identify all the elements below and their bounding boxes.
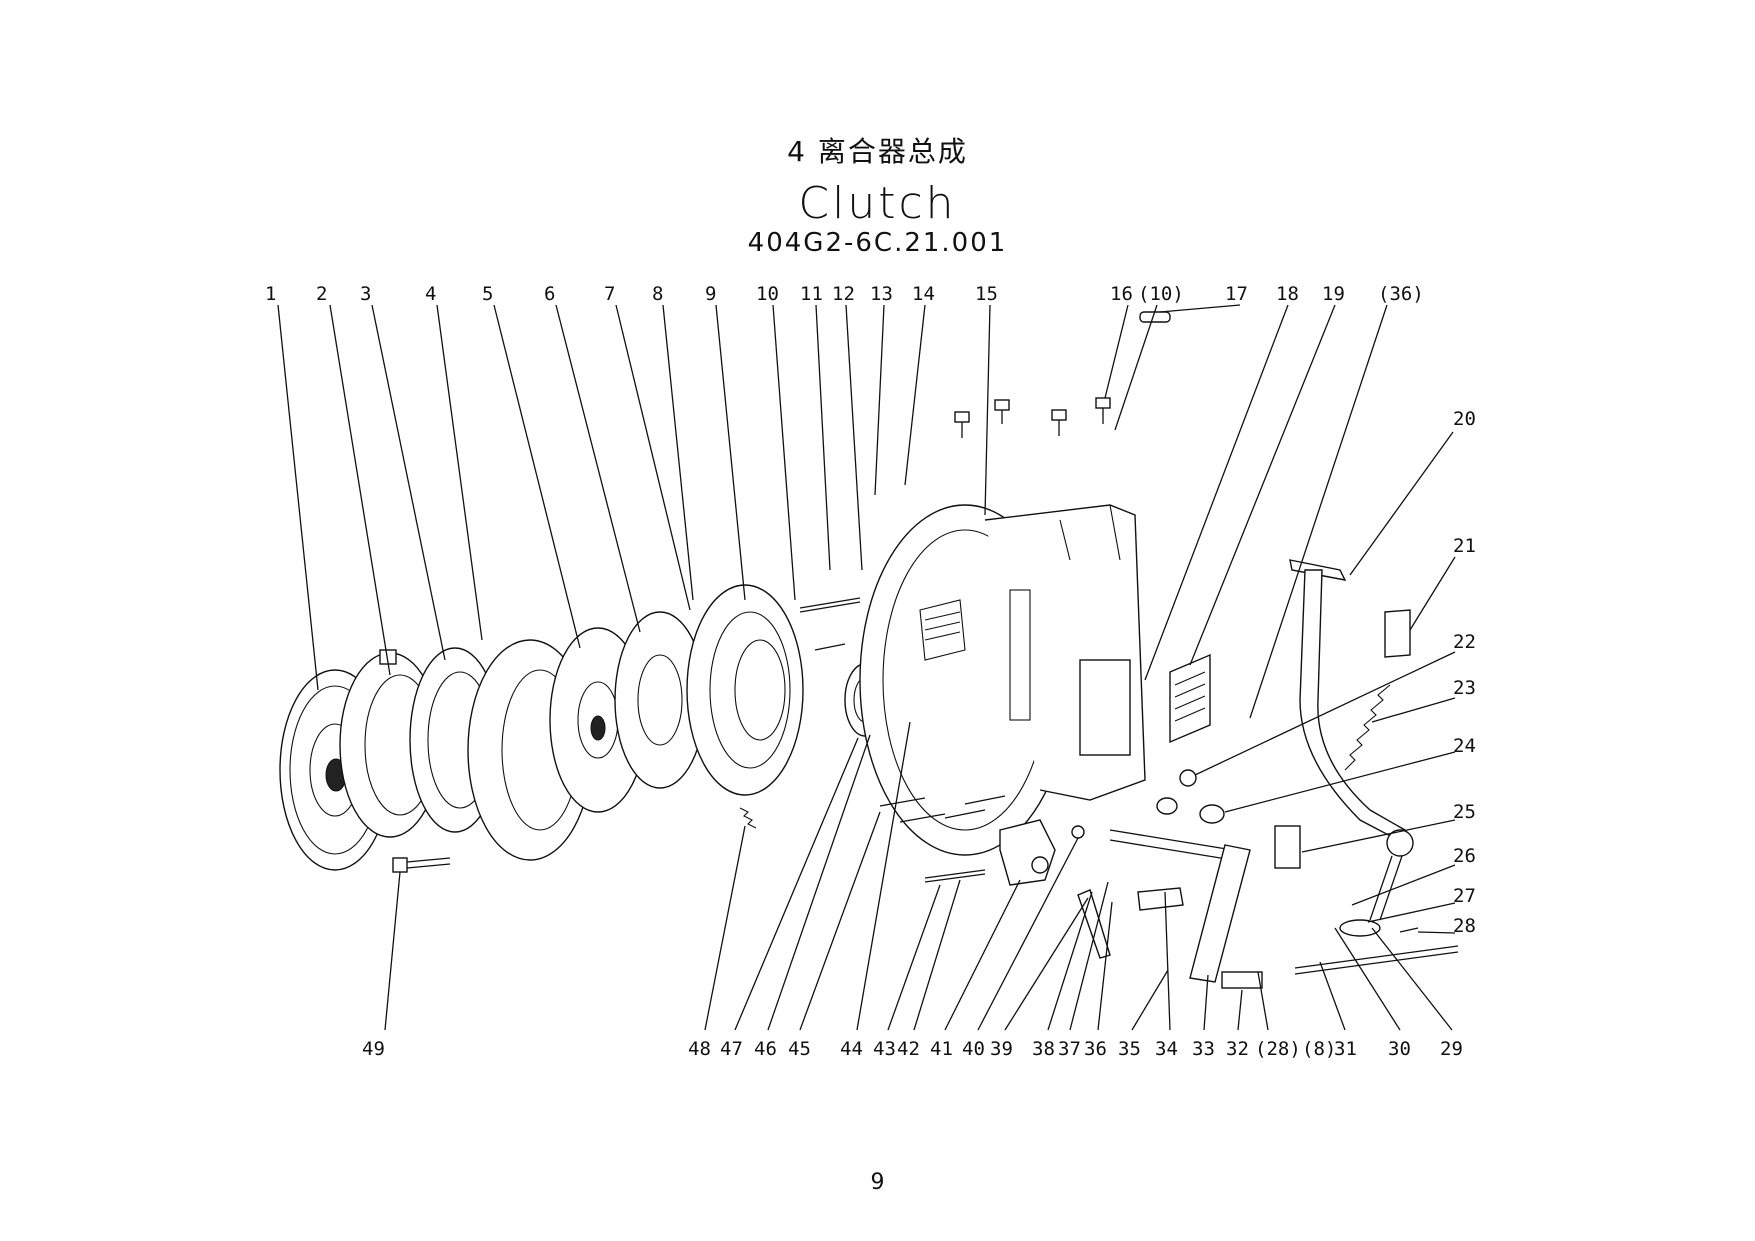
callout-13: 13: [870, 283, 893, 305]
callout-35: 35: [1118, 1038, 1141, 1060]
part-drawings: [279, 311, 1459, 989]
part-24b: [1199, 804, 1225, 824]
callout-36-ref: (36): [1378, 283, 1424, 305]
callout-45: 45: [788, 1038, 811, 1060]
callout-43: 43: [873, 1038, 896, 1060]
callout-8-ref: (8): [1302, 1038, 1336, 1060]
part-31-rod: [1294, 945, 1459, 975]
callout-39: 39: [990, 1038, 1013, 1060]
callout-1: 1: [265, 283, 276, 305]
callout-9: 9: [705, 283, 716, 305]
part-17: [1139, 311, 1171, 323]
part-20-pedal: [1289, 559, 1414, 857]
callout-11: 11: [800, 283, 823, 305]
part-48: [739, 807, 757, 829]
callout-14: 14: [912, 283, 935, 305]
part-19: [1169, 653, 1211, 744]
callout-44: 44: [840, 1038, 863, 1060]
part-34: [1137, 887, 1184, 911]
part-33: [1109, 829, 1251, 983]
callout-20: 20: [1453, 408, 1476, 430]
part-23: [1344, 684, 1391, 771]
callout-24: 24: [1453, 735, 1476, 757]
callout-29: 29: [1440, 1038, 1463, 1060]
callout-10-ref: (10): [1138, 283, 1184, 305]
callout-34: 34: [1155, 1038, 1178, 1060]
callout-46: 46: [754, 1038, 777, 1060]
part-flywheel-housing: [859, 504, 1146, 856]
callout-28: 28: [1453, 915, 1476, 937]
callout-12: 12: [832, 283, 855, 305]
part-top-bolts: [954, 397, 1111, 438]
callout-31: 31: [1334, 1038, 1357, 1060]
callout-42: 42: [897, 1038, 920, 1060]
callout-33: 33: [1192, 1038, 1215, 1060]
title-english: Clutch: [798, 178, 957, 229]
callout-17: 17: [1225, 283, 1248, 305]
callout-18: 18: [1276, 283, 1299, 305]
leader-lines: [277, 304, 1456, 1031]
callout-15: 15: [975, 283, 998, 305]
callout-41: 41: [930, 1038, 953, 1060]
part-22: [1179, 769, 1197, 787]
callout-8: 8: [652, 283, 663, 305]
callout-32: 32: [1226, 1038, 1249, 1060]
callout-3: 3: [360, 283, 371, 305]
callout-40: 40: [962, 1038, 985, 1060]
part-49: [392, 857, 451, 873]
callout-19: 19: [1322, 283, 1345, 305]
part-lower-bolts: [879, 795, 1006, 823]
title-chinese: 4 离合器总成: [787, 135, 968, 168]
part-25: [1274, 825, 1301, 869]
callouts-top: 1 2 3 4 5 6 7 8 9 10 11 12 13 14 15 16 (…: [265, 283, 1424, 305]
part-fork-38-41: [999, 819, 1111, 959]
callout-10: 10: [756, 283, 779, 305]
callout-23: 23: [1453, 677, 1476, 699]
callout-49: 49: [362, 1038, 385, 1060]
callout-4: 4: [425, 283, 436, 305]
part-linkage-26-30: [1339, 855, 1419, 937]
callout-26: 26: [1453, 845, 1476, 867]
callout-5: 5: [482, 283, 493, 305]
callout-27: 27: [1453, 885, 1476, 907]
page-number: 9: [870, 1170, 885, 1195]
callout-30: 30: [1388, 1038, 1411, 1060]
part-pins-42-43: [924, 869, 986, 883]
callout-6: 6: [544, 283, 555, 305]
callout-48: 48: [688, 1038, 711, 1060]
callout-2: 2: [316, 283, 327, 305]
part-32: [1221, 971, 1263, 989]
callout-47: 47: [720, 1038, 743, 1060]
callout-36: 36: [1084, 1038, 1107, 1060]
part-21: [1384, 609, 1411, 658]
callout-25: 25: [1453, 801, 1476, 823]
callout-28-ref: (28): [1255, 1038, 1301, 1060]
callout-7: 7: [604, 283, 615, 305]
part-code: 404G2-6C.21.001: [747, 228, 1008, 258]
part-9: [686, 584, 804, 796]
callout-22: 22: [1453, 631, 1476, 653]
callouts-right: 20 21 22 23 24 25 26 27 28: [1453, 408, 1476, 937]
callouts-bottom: 49 48 47 46 45 44 43 42 41 40 39 38 37 3…: [362, 1038, 1463, 1060]
callout-37: 37: [1058, 1038, 1081, 1060]
callout-16: 16: [1110, 283, 1133, 305]
callout-38: 38: [1032, 1038, 1055, 1060]
part-24a: [1156, 797, 1178, 815]
callout-21: 21: [1453, 535, 1476, 557]
